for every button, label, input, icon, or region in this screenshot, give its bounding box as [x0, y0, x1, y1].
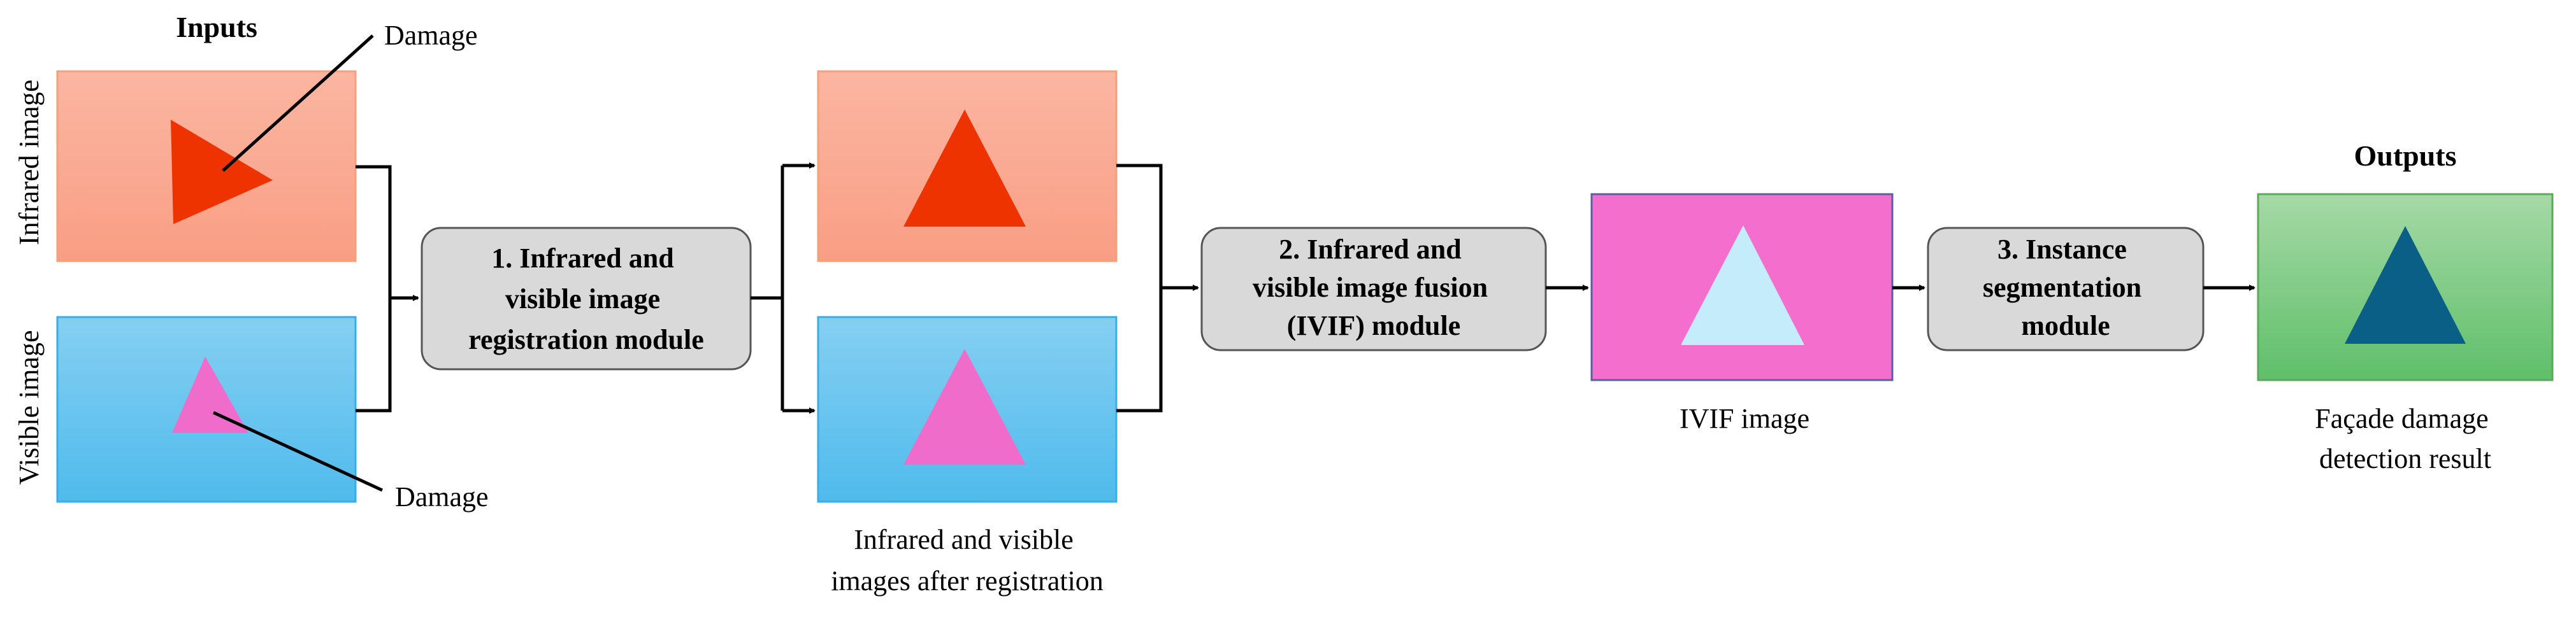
registered-visible-triangle [903, 349, 1026, 465]
fusion-module-label: 2. Infrared and visible image fusion (IV… [1253, 234, 1495, 341]
ivif-image-caption: IVIF image [1680, 403, 1810, 434]
infrared-damage-triangle [171, 120, 273, 224]
damage-callout-bottom: Damage [395, 481, 489, 512]
output-damage-triangle [2345, 226, 2466, 344]
registered-infrared-triangle [903, 110, 1026, 227]
connector-inputs-to-registration [356, 165, 419, 413]
registered-images-caption: Infrared and visible images after regist… [831, 524, 1104, 597]
visible-image-label: Visible image [13, 330, 45, 485]
visible-damage-triangle [172, 357, 248, 433]
damage-callout-line-top [222, 34, 374, 172]
inputs-header: Inputs [176, 11, 257, 43]
connector-registration-to-registered [751, 162, 816, 414]
damage-callout-line-bottom [212, 411, 384, 492]
registration-module-label: 1. Infrared and visible image registrati… [468, 243, 704, 355]
connector-registered-to-fusion [1116, 164, 1199, 413]
ivif-damage-triangle [1681, 225, 1804, 345]
infrared-image-label: Infrared image [13, 80, 45, 245]
outputs-header: Outputs [2354, 139, 2456, 172]
damage-callout-top: Damage [384, 20, 478, 51]
output-result-caption: Façade damage detection result [2315, 403, 2495, 474]
segmentation-module-label: 3. Instance segmentation module [1983, 234, 2148, 341]
